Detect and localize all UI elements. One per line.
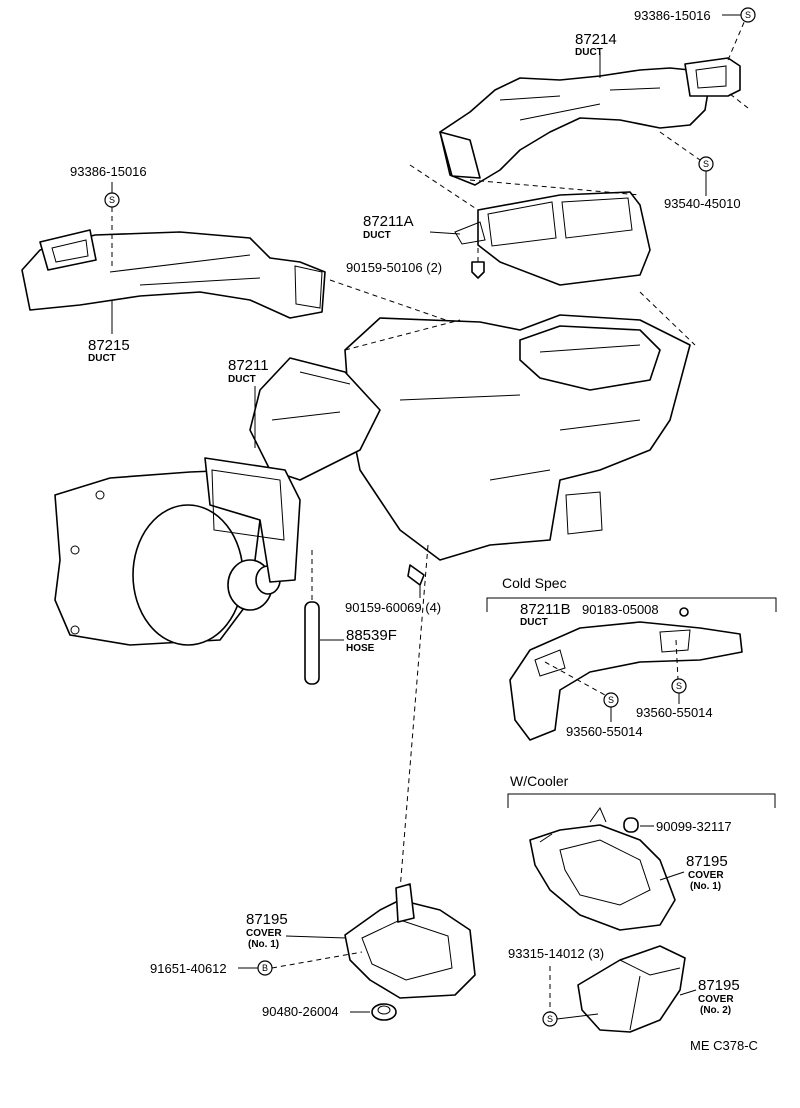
screw-symbol-93560-b: S bbox=[671, 678, 687, 694]
svg-text:S: S bbox=[608, 695, 614, 705]
label-hose: HOSE bbox=[346, 643, 375, 654]
leader-line bbox=[329, 279, 461, 326]
duct-87211B bbox=[509, 621, 743, 741]
leader-line bbox=[399, 544, 429, 891]
leader-line bbox=[675, 639, 679, 681]
blower-motor bbox=[54, 457, 301, 646]
label-no1-a: (No. 1) bbox=[690, 881, 721, 892]
label-duct-87211B: DUCT bbox=[520, 617, 548, 628]
leader-line bbox=[469, 179, 641, 196]
part-number-90159-50106: 90159-50106 (2) bbox=[346, 260, 442, 275]
part-number-87214: 87214 bbox=[575, 31, 617, 48]
label-duct-87211A: DUCT bbox=[363, 230, 391, 241]
screw-symbol-93386-top: S bbox=[740, 7, 756, 23]
svg-text:S: S bbox=[745, 10, 751, 20]
screw-icon bbox=[407, 564, 425, 586]
cover-87195-no1-cooler bbox=[529, 806, 676, 931]
catalog-code: ME C378-C bbox=[690, 1038, 758, 1053]
screw-symbol-93560-a: S bbox=[603, 692, 619, 708]
bolt-symbol-91651: B bbox=[257, 960, 273, 976]
part-number-90183-05008: 90183-05008 bbox=[582, 602, 659, 617]
part-number-93315-14012: 93315-14012 (3) bbox=[508, 946, 604, 961]
leader-line bbox=[344, 319, 461, 351]
label-duct-87215: DUCT bbox=[88, 353, 116, 364]
label-no2-b: (No. 2) bbox=[700, 1005, 731, 1016]
leader-line bbox=[409, 164, 479, 211]
polyline bbox=[507, 793, 776, 808]
part-number-88539F: 88539F bbox=[346, 627, 397, 644]
label-no1-c: (No. 1) bbox=[248, 939, 279, 950]
part-number-93386-15016-top: 93386-15016 bbox=[634, 8, 711, 23]
polyline bbox=[486, 597, 777, 612]
part-number-87195-c: 87195 bbox=[246, 911, 288, 928]
svg-text:S: S bbox=[703, 159, 709, 169]
part-number-87195-a: 87195 bbox=[686, 853, 728, 870]
part-number-87211: 87211 bbox=[228, 357, 269, 374]
leader-line bbox=[556, 1013, 599, 1020]
heater-unit-body bbox=[249, 314, 691, 561]
part-number-87211A: 87211A bbox=[363, 213, 414, 230]
leader-line bbox=[544, 661, 606, 696]
leader-line bbox=[659, 871, 685, 881]
part-number-91651-40612: 91651-40612 bbox=[150, 961, 227, 976]
screw-symbol-93386-left: S bbox=[104, 192, 120, 208]
duct-87211A bbox=[454, 191, 651, 286]
grommet-icon bbox=[623, 817, 639, 833]
leader-line bbox=[679, 989, 697, 996]
part-number-90480-26004: 90480-26004 bbox=[262, 1004, 339, 1019]
part-number-93540-45010: 93540-45010 bbox=[664, 196, 741, 211]
part-number-90099-32117: 90099-32117 bbox=[656, 819, 732, 834]
cover-87195-no2-cooler bbox=[577, 945, 686, 1033]
leader-line bbox=[285, 935, 347, 939]
label-duct-87211: DUCT bbox=[228, 374, 256, 385]
part-number-90159-60069: 90159-60069 (4) bbox=[345, 600, 441, 615]
duct-87215 bbox=[21, 229, 326, 319]
section-cold-spec: Cold Spec bbox=[502, 575, 567, 591]
part-number-93386-15016-left: 93386-15016 bbox=[70, 164, 147, 179]
section-w-cooler: W/Cooler bbox=[510, 773, 569, 789]
part-number-87211B: 87211B bbox=[520, 601, 571, 618]
label-cover-b: COVER bbox=[698, 994, 734, 1005]
svg-text:S: S bbox=[547, 1014, 553, 1024]
part-number-87215: 87215 bbox=[88, 337, 130, 354]
label-duct-87214: DUCT bbox=[575, 47, 603, 58]
duct-87214 bbox=[439, 57, 741, 186]
svg-text:B: B bbox=[262, 963, 268, 973]
screw-symbol-93315: S bbox=[542, 1011, 558, 1027]
leader-87214-right bbox=[729, 93, 749, 109]
screw-symbol-93540: S bbox=[698, 156, 714, 172]
hose-88539F bbox=[304, 601, 320, 685]
leader-93386-top bbox=[727, 19, 746, 61]
svg-text:S: S bbox=[109, 195, 115, 205]
cover-87195-no1-lower bbox=[344, 883, 476, 999]
clip-icon bbox=[679, 607, 689, 617]
leader-line bbox=[639, 291, 696, 346]
grommet-90480 bbox=[371, 1003, 397, 1021]
part-number-93560-55014-b: 93560-55014 bbox=[566, 724, 643, 739]
label-cover-c: COVER bbox=[246, 928, 282, 939]
leader-line bbox=[271, 951, 363, 969]
bolt-icon bbox=[471, 261, 485, 279]
leader-line bbox=[429, 231, 461, 235]
label-cover-a: COVER bbox=[688, 870, 724, 881]
svg-text:S: S bbox=[676, 681, 682, 691]
leader-93540 bbox=[659, 131, 701, 161]
part-number-87195-b: 87195 bbox=[698, 977, 740, 994]
part-number-93560-55014-a: 93560-55014 bbox=[636, 705, 713, 720]
